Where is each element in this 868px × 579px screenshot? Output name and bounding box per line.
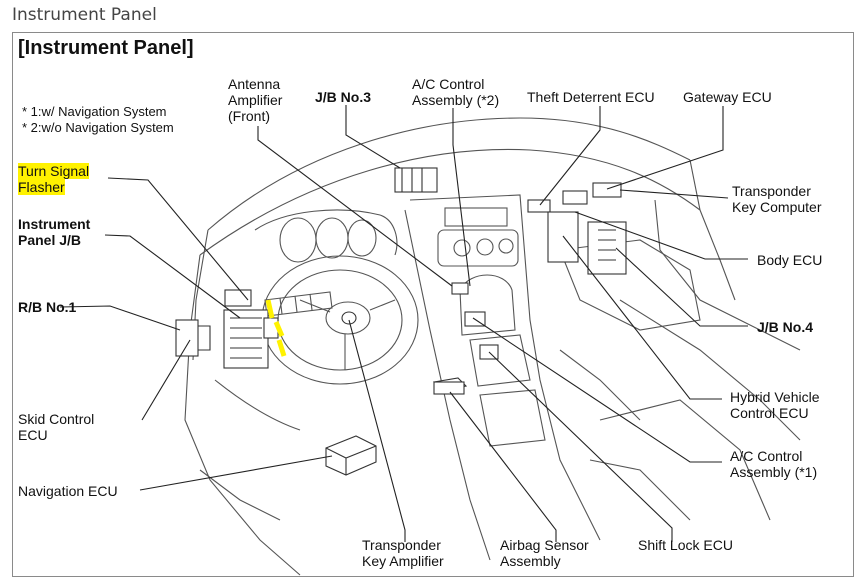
label-jb-no4: J/B No.4 <box>757 319 814 335</box>
label-rb-no1: R/B No.1 <box>18 299 77 315</box>
note-navigation: * 1:w/ Navigation System <box>22 104 167 119</box>
label-theft-deterrent-ecu: Theft Deterrent ECU <box>527 89 655 105</box>
label-body-ecu: Body ECU <box>757 252 823 268</box>
label-jb-no3: J/B No.3 <box>315 89 372 105</box>
label-transponder-key-computer: Transponder Key Computer <box>732 183 822 215</box>
label-gateway-ecu: Gateway ECU <box>683 89 772 105</box>
label-hybrid-vehicle-control-ecu: Hybrid Vehicle Control ECU <box>730 389 820 421</box>
diagram-frame <box>12 32 854 577</box>
diagram-title: [Instrument Panel] <box>18 37 194 59</box>
label-transponder-key-amplifier: Transponder Key Amplifier <box>362 537 444 569</box>
label-skid-control-ecu: Skid Control ECU <box>18 411 95 443</box>
turn-signal-flasher-text: Turn Signal Flasher <box>18 163 90 195</box>
label-ac-control-assembly-2: A/C Control Assembly (*2) <box>412 76 500 108</box>
label-instrument-panel-jb: Instrument Panel J/B <box>18 216 91 248</box>
label-shift-lock-ecu: Shift Lock ECU <box>638 537 733 553</box>
label-turn-signal-flasher: Turn Signal Flasher <box>18 163 90 195</box>
label-antenna-amplifier: Antenna Amplifier (Front) <box>228 76 283 124</box>
label-ac-control-assembly-1: A/C Control Assembly (*1) <box>730 448 818 480</box>
page-heading: Instrument Panel <box>12 5 157 25</box>
label-airbag-sensor-assembly: Airbag Sensor Assembly <box>500 537 589 569</box>
note-no-navigation: * 2:w/o Navigation System <box>22 120 174 135</box>
label-navigation-ecu: Navigation ECU <box>18 483 118 499</box>
